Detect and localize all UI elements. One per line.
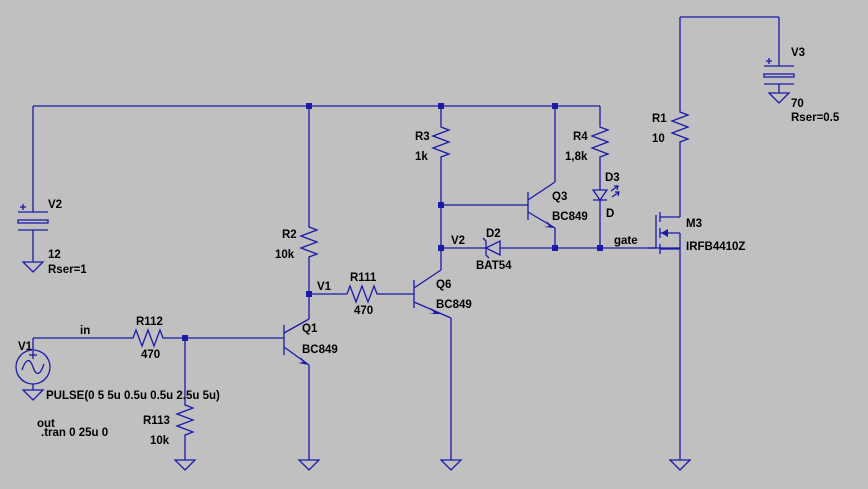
pulse-source-v1[interactable] — [15, 349, 51, 385]
q1-value: BC849 — [302, 344, 338, 356]
v1-name: V1 — [18, 341, 33, 353]
d3-name: D3 — [605, 172, 620, 184]
ground-icon — [767, 92, 791, 104]
labels: V2 12 Rser=1 V3 70 Rser=0.5 R1 10 R2 10k… — [18, 47, 840, 447]
ground-icon — [21, 389, 45, 401]
transistor-q3[interactable] — [527, 181, 556, 229]
v3-name: V3 — [791, 47, 805, 59]
resistor-r2[interactable] — [299, 222, 319, 262]
diode-d2[interactable] — [478, 237, 501, 259]
q6-value: BC849 — [436, 299, 472, 311]
net-label-v2: V2 — [451, 235, 465, 247]
battery-v2[interactable] — [17, 204, 49, 238]
m3-name: M3 — [686, 218, 702, 230]
q1-name: Q1 — [302, 323, 318, 335]
d2-value: BAT54 — [476, 260, 512, 272]
junction-dot — [438, 202, 444, 208]
r113-value: 10k — [150, 435, 170, 447]
junctions — [182, 103, 603, 341]
junction-dot — [552, 103, 558, 109]
v2-value: 12 — [48, 249, 61, 261]
r2-value: 10k — [275, 249, 295, 261]
net-label-in: in — [80, 325, 90, 337]
v3-rser: Rser=0.5 — [791, 112, 840, 124]
r1-name: R1 — [652, 113, 667, 125]
m3-value: IRFB4410Z — [686, 241, 745, 253]
net-label-v1: V1 — [317, 281, 332, 293]
junction-dot — [306, 103, 312, 109]
transistor-q6[interactable] — [413, 269, 452, 319]
q3-value: BC849 — [552, 211, 588, 223]
junction-dot — [552, 245, 558, 251]
ground-icon — [668, 459, 692, 471]
v2-rser: Rser=1 — [48, 264, 87, 276]
r1-value: 10 — [652, 133, 665, 145]
ground-icon — [297, 459, 321, 471]
junction-dot — [438, 245, 444, 251]
transistor-q1[interactable] — [283, 318, 310, 366]
d3-value: D — [606, 208, 614, 220]
directive-out: out — [37, 418, 55, 430]
r3-name: R3 — [415, 131, 430, 143]
r2-name: R2 — [282, 229, 297, 241]
battery-v3[interactable] — [763, 58, 795, 93]
resistor-r3[interactable] — [431, 122, 451, 166]
r112-value: 470 — [141, 349, 160, 361]
v1-value: PULSE(0 5 5u 0.5u 0.5u 2.5u 5u) — [46, 390, 220, 402]
r111-value: 470 — [354, 305, 373, 317]
resistor-r4[interactable] — [590, 122, 610, 162]
resistor-r1[interactable] — [670, 107, 690, 147]
junction-dot — [597, 245, 603, 251]
resistor-r111[interactable] — [342, 284, 386, 304]
resistor-r112[interactable] — [128, 328, 172, 348]
led-d3[interactable] — [591, 175, 620, 205]
r113-name: R113 — [143, 415, 170, 427]
net-label-gate: gate — [614, 235, 638, 247]
junction-dot — [438, 103, 444, 109]
q3-name: Q3 — [552, 191, 567, 203]
junction-dot — [306, 291, 312, 297]
v2-name: V2 — [48, 199, 62, 211]
r3-value: 1k — [415, 151, 428, 163]
r4-value: 1,8k — [565, 151, 588, 163]
r111-name: R111 — [350, 272, 377, 284]
directive-tran: .tran 0 25u 0 — [41, 427, 108, 439]
ground-symbols — [21, 92, 791, 471]
ground-icon — [21, 261, 45, 273]
q6-name: Q6 — [436, 279, 451, 291]
mosfet-m3[interactable] — [648, 208, 681, 268]
d2-name: D2 — [486, 228, 501, 240]
r4-name: R4 — [573, 131, 588, 143]
r112-name: R112 — [136, 316, 163, 328]
v3-value: 70 — [791, 98, 804, 110]
ground-icon — [173, 459, 197, 471]
ground-icon — [439, 459, 463, 471]
resistor-r113[interactable] — [175, 400, 195, 440]
junction-dot — [182, 335, 188, 341]
wires — [32, 16, 780, 460]
